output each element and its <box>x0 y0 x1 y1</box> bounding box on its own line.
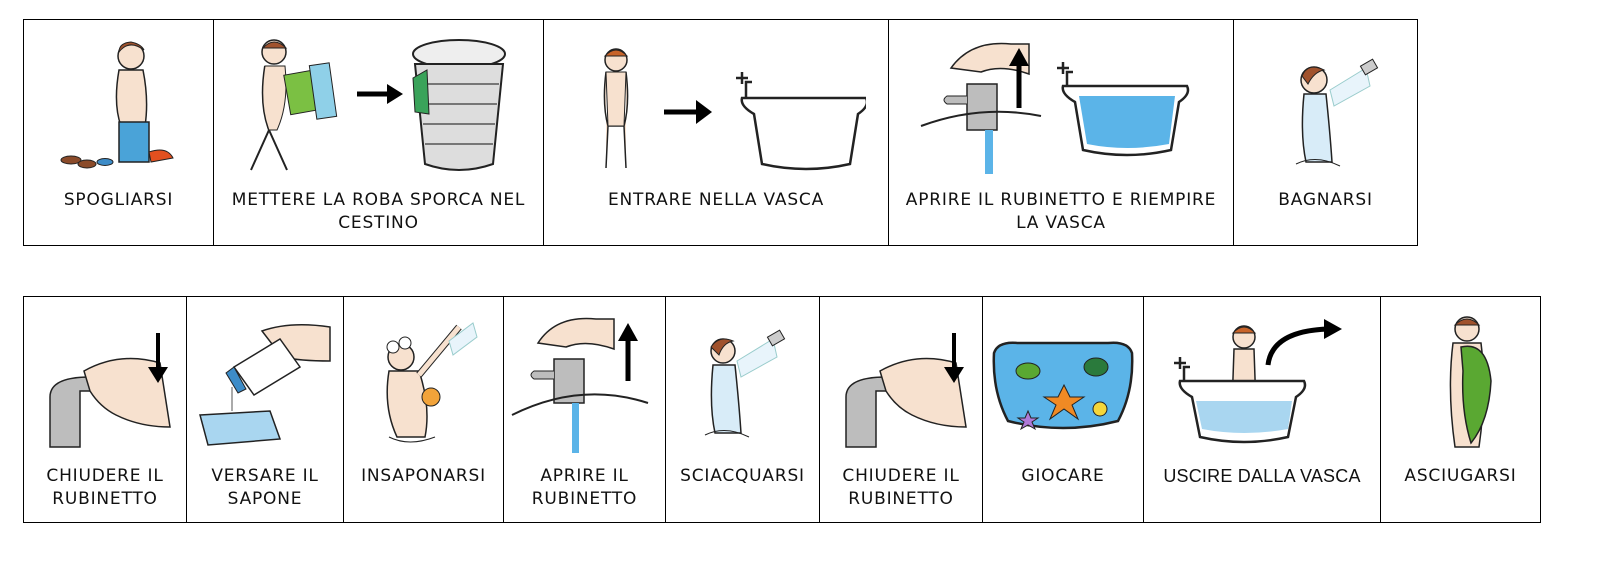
card-asciugarsi: ASCIUGARSI <box>1381 297 1540 522</box>
caption: ENTRARE NELLA VASCA <box>607 190 825 210</box>
laundry-to-basket-icon <box>249 39 506 171</box>
exit-bathtub-icon <box>1174 319 1342 444</box>
card-spogliarsi: SPOGLIARSI <box>24 20 214 245</box>
caption: APRIRE IL RUBINETTO E RIEMPIRE LA VASCA <box>905 190 1217 233</box>
card-versare-sapone: VERSARE IL SAPONE <box>187 297 344 522</box>
close-tap-icon <box>49 333 171 448</box>
caption: SCIACQUARSI <box>680 466 805 486</box>
card-uscire-vasca: USCIRE DALLA VASCA <box>1144 297 1381 522</box>
caption: METTERE LA ROBA SPORCA NEL CESTINO <box>231 190 526 233</box>
caption: GIOCARE <box>1021 466 1105 486</box>
soaping-icon <box>385 322 478 443</box>
rinse-icon <box>704 329 785 438</box>
close-tap-icon <box>845 333 967 448</box>
open-tap-icon <box>511 317 648 453</box>
caption: INSAPONARSI <box>361 466 486 486</box>
card-entrare-vasca: ENTRARE NELLA VASCA <box>544 20 889 245</box>
routine-row-2: CHIUDERE IL RUBINETTO VERSARE IL SAPONE <box>23 296 1541 523</box>
card-chiudere-rubinetto-1: CHIUDERE IL RUBINETTO <box>24 297 187 522</box>
caption: VERSARE IL SAPONE <box>211 466 319 509</box>
card-aprire-riempire: APRIRE IL RUBINETTO E RIEMPIRE LA VASCA <box>889 20 1234 245</box>
card-sciacquarsi: SCIACQUARSI <box>666 297 820 522</box>
caption: CHIUDERE IL RUBINETTO <box>842 466 960 509</box>
card-giocare: GIOCARE <box>983 297 1144 522</box>
caption: SPOGLIARSI <box>63 190 174 210</box>
shower-wetting-icon <box>1295 58 1378 167</box>
enter-bathtub-icon <box>603 48 866 171</box>
card-chiudere-rubinetto-2: CHIUDERE IL RUBINETTO <box>820 297 983 522</box>
play-bath-toys-icon <box>992 341 1134 431</box>
caption: CHIUDERE IL RUBINETTO <box>46 466 164 509</box>
card-mettere-roba-sporca: METTERE LA ROBA SPORCA NEL CESTINO <box>214 20 544 245</box>
child-undressing-icon <box>60 41 174 169</box>
card-insaponarsi: INSAPONARSI <box>344 297 504 522</box>
pour-soap-icon <box>199 324 331 446</box>
towel-drying-icon <box>1449 316 1492 448</box>
caption: USCIRE DALLA VASCA <box>1163 466 1361 486</box>
open-tap-fill-tub-icon <box>920 42 1190 174</box>
card-aprire-rubinetto: APRIRE IL RUBINETTO <box>504 297 666 522</box>
routine-row-1: SPOGLIARSI METTERE LA ROBA SPORCA NEL CE… <box>23 19 1418 246</box>
caption: ASCIUGARSI <box>1404 466 1517 486</box>
caption: BAGNARSI <box>1278 190 1373 210</box>
card-bagnarsi: BAGNARSI <box>1234 20 1417 245</box>
caption: APRIRE IL RUBINETTO <box>531 466 638 509</box>
